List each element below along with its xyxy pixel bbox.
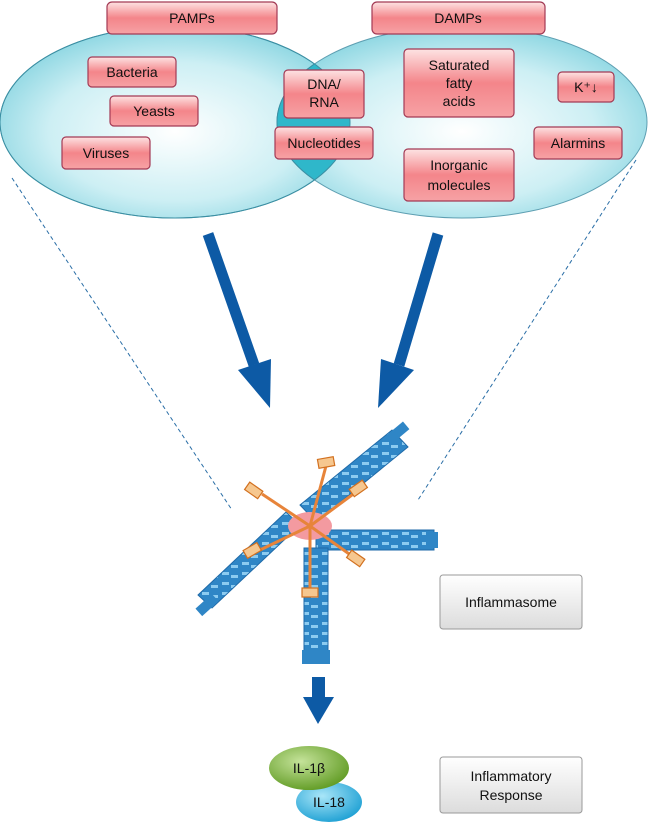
pamps-header: PAMPs xyxy=(106,1,278,35)
inflammatory-response-label: Inflammatory Response xyxy=(439,756,583,814)
svg-text:molecules: molecules xyxy=(427,177,490,193)
orange-spokes xyxy=(259,465,357,590)
il1b-ellipse: IL-1β xyxy=(269,746,349,790)
il18-ellipse: IL-18 xyxy=(296,782,362,822)
left-dashed-line xyxy=(11,177,233,511)
svg-text:RNA: RNA xyxy=(309,94,339,110)
svg-text:Alarmins: Alarmins xyxy=(551,135,605,151)
svg-text:IL-18: IL-18 xyxy=(313,794,345,810)
svg-text:acids: acids xyxy=(443,93,476,109)
filament-right xyxy=(315,529,438,551)
inflammasome-label: Inflammasome xyxy=(439,574,583,630)
svg-text:Saturated: Saturated xyxy=(429,57,490,73)
damps-header: DAMPs xyxy=(371,1,546,35)
svg-text:PAMPs: PAMPs xyxy=(169,10,215,26)
svg-text:Bacteria: Bacteria xyxy=(106,64,158,80)
svg-text:DAMPs: DAMPs xyxy=(434,10,481,26)
svg-text:Inorganic: Inorganic xyxy=(430,157,488,173)
left-arrow xyxy=(202,232,271,408)
svg-text:Yeasts: Yeasts xyxy=(133,103,175,119)
svg-text:fatty: fatty xyxy=(446,75,472,91)
alarmins-box: Alarmins xyxy=(533,126,623,160)
saturated-fatty-acids-box: Saturated fatty acids xyxy=(403,48,515,118)
svg-text:DNA/: DNA/ xyxy=(307,76,341,92)
nucleotides-box: Nucleotides xyxy=(274,126,374,160)
svg-text:IL-1β: IL-1β xyxy=(293,760,325,776)
svg-text:Viruses: Viruses xyxy=(83,145,129,161)
svg-text:Nucleotides: Nucleotides xyxy=(287,135,360,151)
yeasts-box: Yeasts xyxy=(109,95,199,127)
down-arrow xyxy=(303,677,334,724)
potassium-box: K⁺↓ xyxy=(557,71,615,103)
svg-text:K⁺↓: K⁺↓ xyxy=(574,79,598,95)
orange-heads xyxy=(242,455,369,598)
inflammasome-complex xyxy=(195,421,438,664)
right-arrow xyxy=(378,232,444,408)
bacteria-box: Bacteria xyxy=(87,56,177,88)
svg-text:Inflammasome: Inflammasome xyxy=(465,594,557,610)
svg-text:Inflammatory: Inflammatory xyxy=(471,768,552,784)
viruses-box: Viruses xyxy=(61,136,151,170)
filament-down xyxy=(302,547,330,664)
dna-rna-box: DNA/ RNA xyxy=(283,69,365,119)
svg-text:Response: Response xyxy=(479,787,542,803)
right-dashed-line xyxy=(417,159,637,501)
inorganic-molecules-box: Inorganic molecules xyxy=(403,148,515,202)
filament-lower-left xyxy=(195,511,301,617)
